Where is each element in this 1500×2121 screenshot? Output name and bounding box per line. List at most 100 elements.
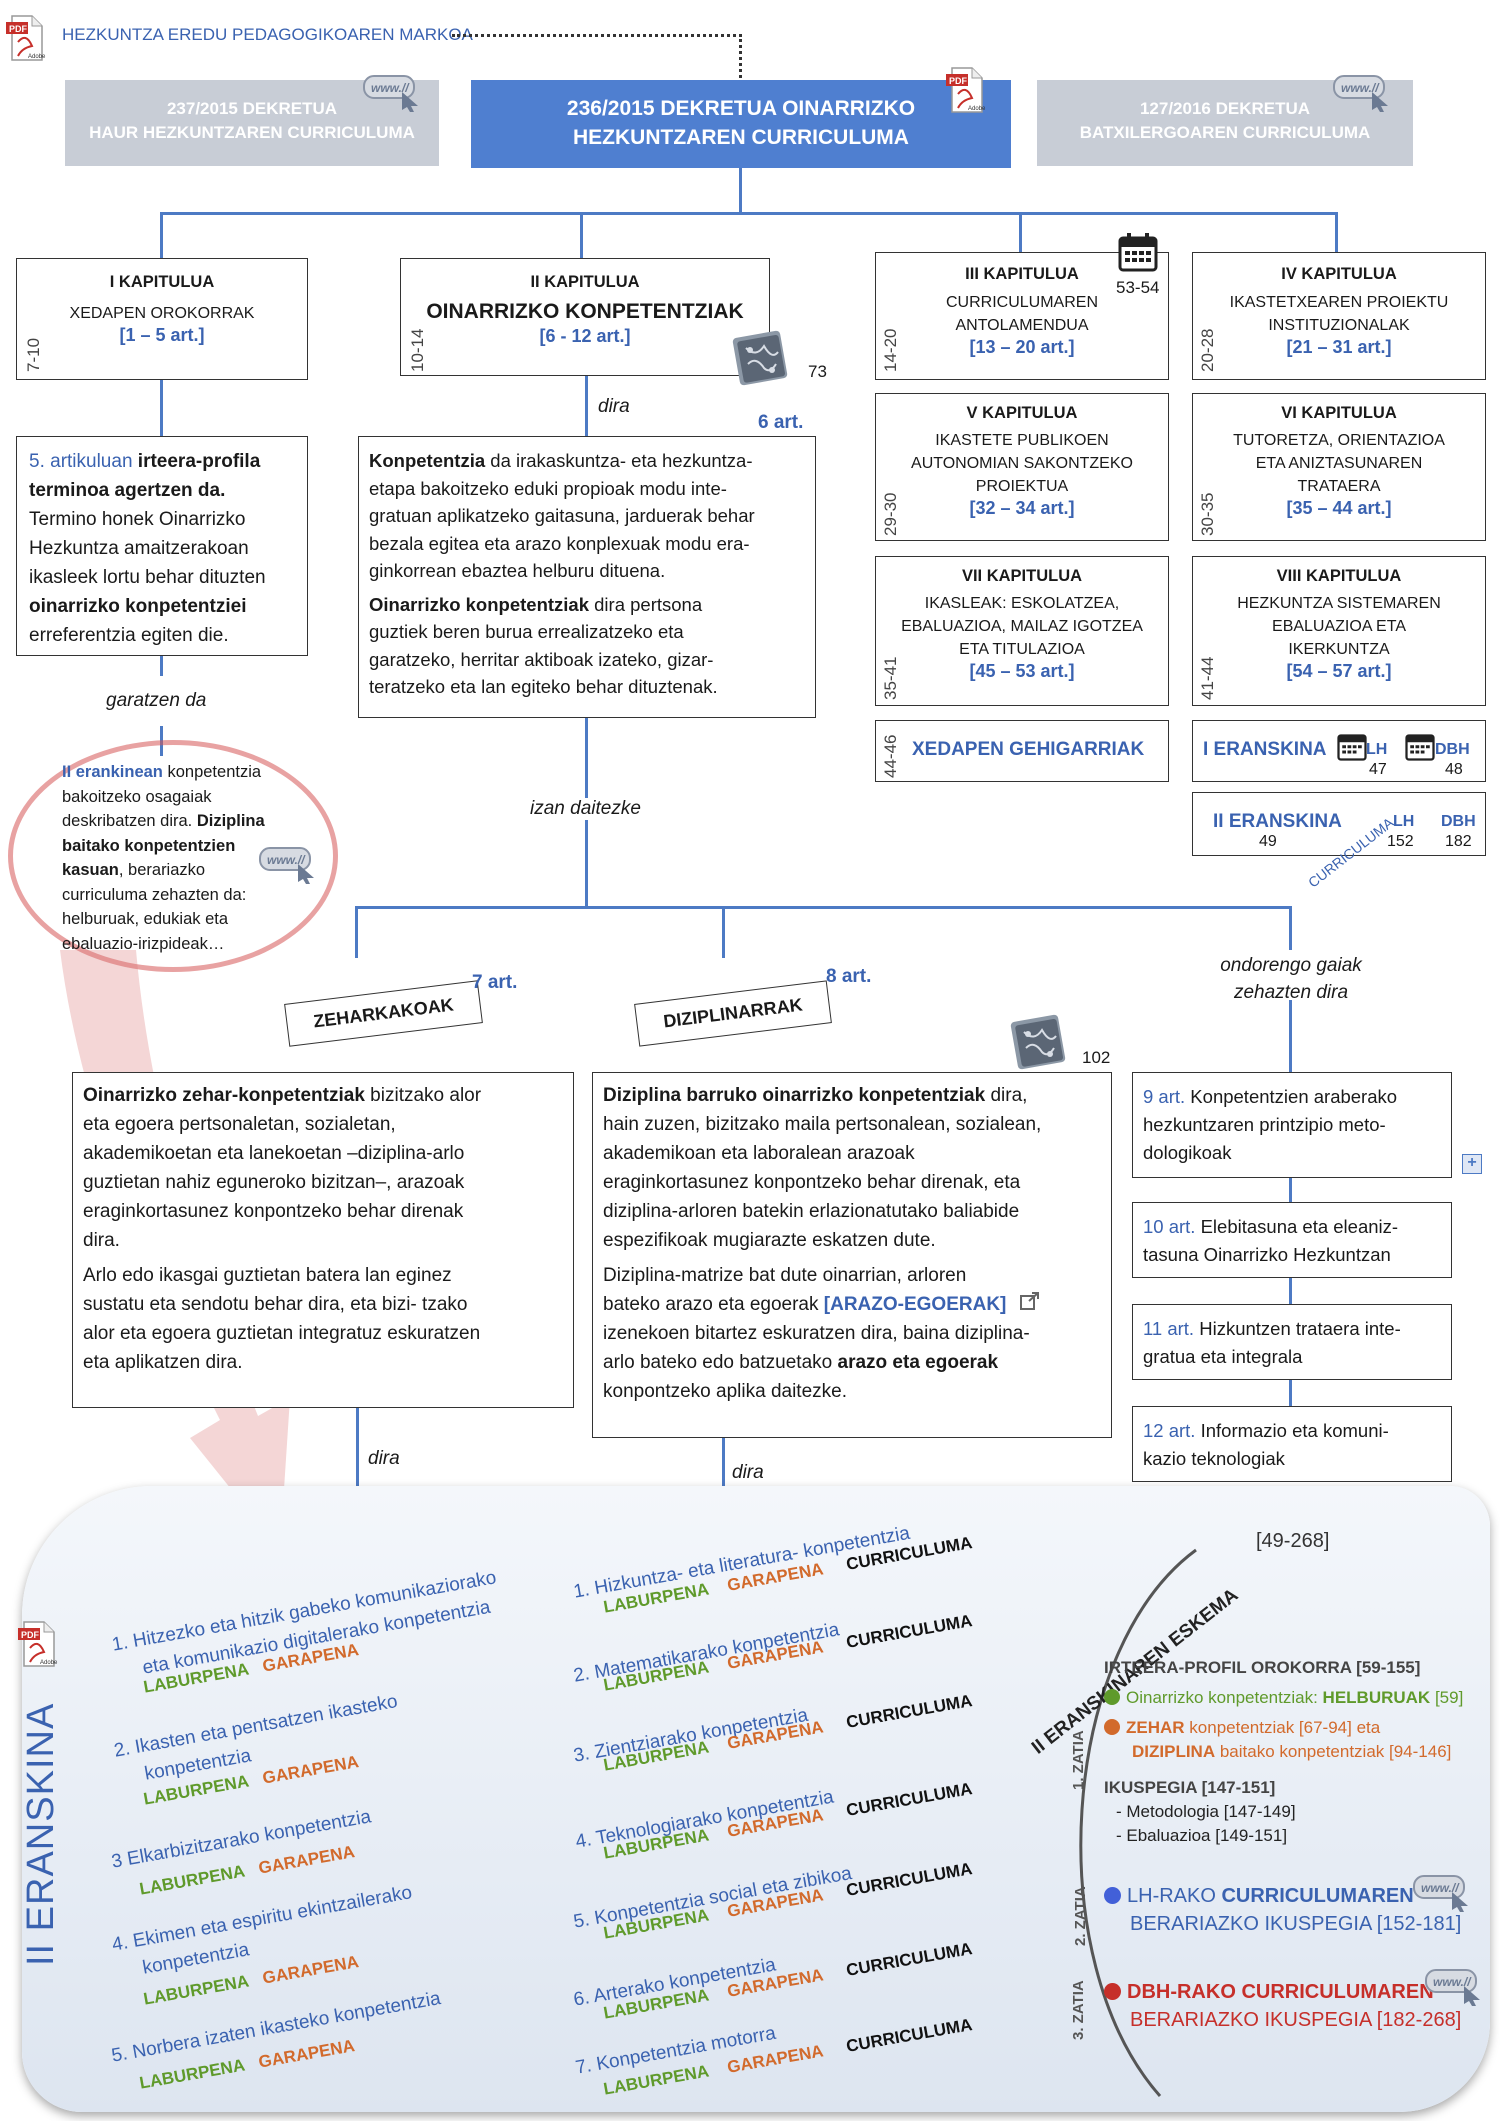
connector-art7: 7 art.: [472, 972, 518, 993]
tree-line: [1019, 212, 1022, 252]
connector-dira: dira: [598, 396, 630, 417]
xedapen-gehigarriak-box[interactable]: XEDAPEN GEHIGARRIAK: [875, 720, 1169, 782]
tree-line: [356, 1408, 359, 1558]
chapter-3-pages: 14-20: [881, 328, 900, 372]
www-icon[interactable]: www.//: [1424, 1966, 1486, 2006]
chapter-2-pages: 10-14: [408, 328, 427, 372]
scheme-range: [49-268]: [1256, 1530, 1330, 1552]
dizip-page-ref: 102: [1082, 1048, 1111, 1067]
tree-line: [1289, 1000, 1292, 1070]
external-link-icon[interactable]: [1019, 1290, 1040, 1319]
connector-art6: 6 art.: [758, 412, 804, 433]
header-title: HEZKUNTZA EREDU PEDAGOGIKOAREN MARKOA: [62, 25, 473, 44]
eranskina-note: II erankinean konpetentzia bakoitzeko os…: [62, 763, 265, 953]
tree-line: [722, 906, 725, 958]
decree-236-box[interactable]: 236/2015 DEKRETUA OINARRIZKO HEZKUNTZARE…: [471, 80, 1011, 168]
chapter-1-pages: 7-10: [24, 337, 43, 372]
chapter-7-box[interactable]: VII KAPITULUA IKASLEAK: ESKOLATZEA, EBAL…: [875, 556, 1169, 706]
eranskina-side-title: II ERANSKINA: [20, 1702, 62, 1966]
tree-line: [739, 168, 742, 214]
svg-text:www.//: www.//: [1433, 1975, 1472, 1989]
connector-dira-zehar: dira: [368, 1448, 400, 1469]
svg-text:PDF: PDF: [949, 76, 968, 86]
svg-text:Adobe: Adobe: [40, 1660, 58, 1666]
zeharkakoak-box: Oinarrizko zehar-konpetentziak bizitzako…: [72, 1072, 574, 1408]
www-icon[interactable]: www.//: [362, 72, 424, 112]
pdf-icon[interactable]: PDF Adobe: [6, 14, 46, 62]
chapter-5-box[interactable]: V KAPITULUA IKASTETE PUBLIKOEN AUTONOMIA…: [875, 393, 1169, 541]
tree-line: [1335, 212, 1338, 252]
tree-line: [355, 906, 1291, 909]
expand-icon[interactable]: +: [1462, 1154, 1482, 1174]
header-dotted-connector-down: [739, 34, 742, 78]
zatia-3: 3. ZATIA: [1070, 1980, 1087, 2040]
diziplinarrak-tag: DIZIPLINARRAK: [634, 980, 832, 1047]
scheme-section-2[interactable]: LH-RAKO CURRICULUMAREN BERARIAZKO IKUSPE…: [1104, 1882, 1461, 1938]
red-bullet-icon: [1104, 1983, 1121, 2000]
chapter-3-cal-ref: 53-54: [1116, 278, 1160, 297]
tree-line: [160, 656, 163, 676]
chapter-4-box[interactable]: IV KAPITULUA IKASTETXEAREN PROIEKTU INST…: [1192, 252, 1486, 380]
tree-line: [585, 376, 588, 436]
svg-text:www.//: www.//: [1341, 81, 1380, 95]
www-icon[interactable]: www.//: [1412, 1872, 1474, 1912]
irteera-profila-box: 5. artikuluan irteera-profila terminoa a…: [16, 436, 308, 656]
scheme-arc: [1079, 1548, 1197, 2097]
zatia-2: 2. ZATIA: [1072, 1886, 1089, 1946]
chapter-2-box[interactable]: II KAPITULUA OINARRIZKO KONPETENTZIAK [6…: [400, 258, 770, 376]
chapter-3-box[interactable]: III KAPITULUA CURRICULUMAREN ANTOLAMENDU…: [875, 252, 1169, 380]
green-bullet-icon: [1104, 1689, 1120, 1705]
eranskina-2-box[interactable]: II ERANSKINA 49 LH 152 DBH 182: [1192, 792, 1486, 856]
blue-bullet-icon: [1104, 1887, 1121, 1904]
chapter-8-pages: 41-44: [1198, 656, 1217, 700]
svg-text:Adobe: Adobe: [968, 106, 986, 112]
connector-garatzen: garatzen da: [106, 690, 207, 711]
connector-ondorengo: ondorengo gaiak zehazten dira: [1220, 955, 1362, 1003]
eranskina-panel: [22, 1486, 1490, 2112]
svg-text:www.//: www.//: [371, 81, 410, 95]
pdf-icon[interactable]: PDF Adobe: [946, 66, 986, 114]
connector-dira-dizip: dira: [732, 1462, 764, 1483]
scheme-section-3[interactable]: DBH-RAKO CURRICULUMAREN BERARIAZKO IKUSP…: [1104, 1978, 1461, 2034]
www-icon[interactable]: www.//: [1332, 72, 1394, 112]
konpetentzia-definition-box: Konpetentzia da irakaskuntza- eta hezkun…: [358, 436, 816, 718]
svg-text:PDF: PDF: [9, 24, 28, 34]
tree-line: [580, 212, 583, 258]
chapter-1-box[interactable]: I KAPITULUA XEDAPEN OROKORRAK [1 – 5 art…: [16, 258, 308, 380]
xedapen-pages: 44-46: [881, 734, 900, 778]
chapter-6-pages: 30-35: [1198, 492, 1217, 536]
highlight-ellipse: [8, 740, 338, 972]
chapter-6-box[interactable]: VI KAPITULUA TUTORETZA, ORIENTAZIOA ETA …: [1192, 393, 1486, 541]
zatia-1: 1. ZATIA: [1070, 1730, 1087, 1790]
calendar-icon[interactable]: [1337, 731, 1367, 766]
chapter-5-pages: 29-30: [881, 492, 900, 536]
concept-map-icon[interactable]: [728, 326, 792, 390]
www-icon[interactable]: www.//: [258, 844, 320, 884]
calendar-icon[interactable]: [1405, 731, 1435, 766]
article-9-box[interactable]: 9 art. Konpetentzien araberako hezkuntza…: [1132, 1072, 1452, 1178]
tree-line: [1289, 906, 1292, 950]
svg-text:www.//: www.//: [1421, 1881, 1460, 1895]
eranskina-1-box[interactable]: I ERANSKINA LH 47 DBH 48: [1192, 720, 1486, 782]
chapter-4-pages: 20-28: [1198, 328, 1217, 372]
arazo-egoerak-link[interactable]: [ARAZO-EGOERAK]: [823, 1294, 1007, 1315]
chapter-8-box[interactable]: VIII KAPITULUA HEZKUNTZA SISTEMAREN EBAL…: [1192, 556, 1486, 706]
svg-text:www.//: www.//: [267, 853, 306, 867]
chapter-7-pages: 35-41: [881, 656, 900, 700]
tree-line: [160, 212, 163, 258]
header-dotted-connector: [452, 34, 742, 37]
orange-bullet-icon: [1104, 1719, 1120, 1735]
scheme-section-1: IRTEERA-PROFIL OROKORRA [59-155] Oinarri…: [1104, 1658, 1464, 1845]
tree-line: [160, 380, 163, 436]
article-10-box[interactable]: 10 art. Elebitasuna eta eleaniz- tasuna …: [1132, 1202, 1452, 1278]
chapter-2-page-ref: 73: [808, 362, 827, 381]
svg-text:Adobe: Adobe: [28, 54, 46, 60]
calendar-icon[interactable]: [1118, 232, 1158, 272]
article-11-box[interactable]: 11 art. Hizkuntzen trataera inte- gratua…: [1132, 1304, 1452, 1380]
connector-izan: izan daitezke: [526, 798, 645, 820]
diziplinarrak-box: Diziplina barruko oinarrizko konpetentzi…: [592, 1072, 1112, 1438]
article-12-box[interactable]: 12 art. Informazio eta komuni- kazio tek…: [1132, 1406, 1452, 1482]
tree-line: [355, 906, 358, 958]
concept-map-icon[interactable]: [1006, 1010, 1070, 1074]
